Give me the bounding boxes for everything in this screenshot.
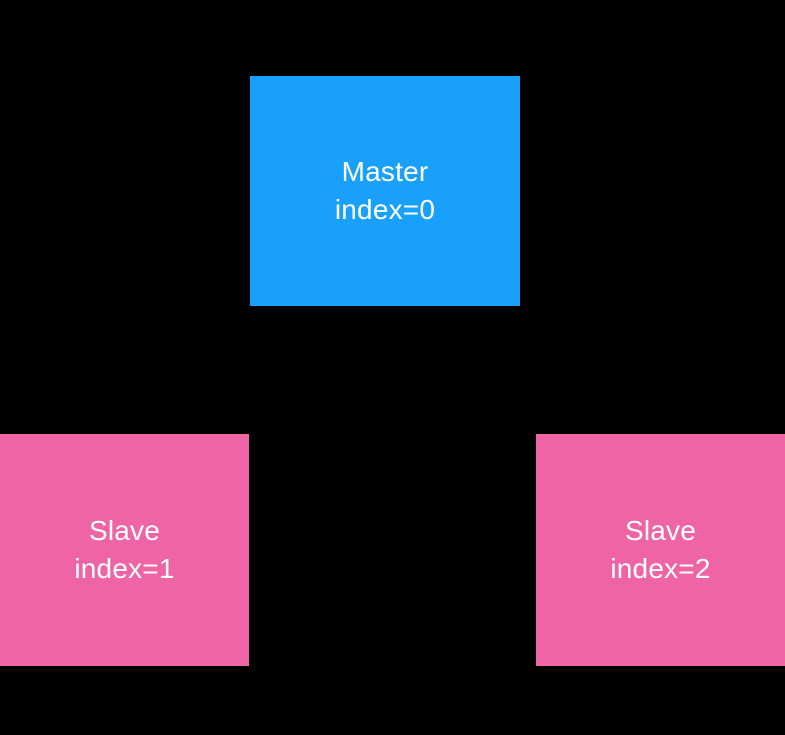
master-node-index: index=0 — [334, 194, 436, 225]
slave2-node-title: Slave — [624, 515, 697, 546]
slave2-node: Slave index=2 — [536, 434, 785, 666]
slave1-node-index: index=1 — [74, 553, 175, 584]
slave1-node: Slave index=1 — [0, 434, 249, 666]
master-node-title: Master — [341, 156, 429, 187]
slave1-node-title: Slave — [88, 515, 161, 546]
slave2-node-index: index=2 — [610, 553, 711, 584]
master-node: Master index=0 — [250, 76, 520, 306]
